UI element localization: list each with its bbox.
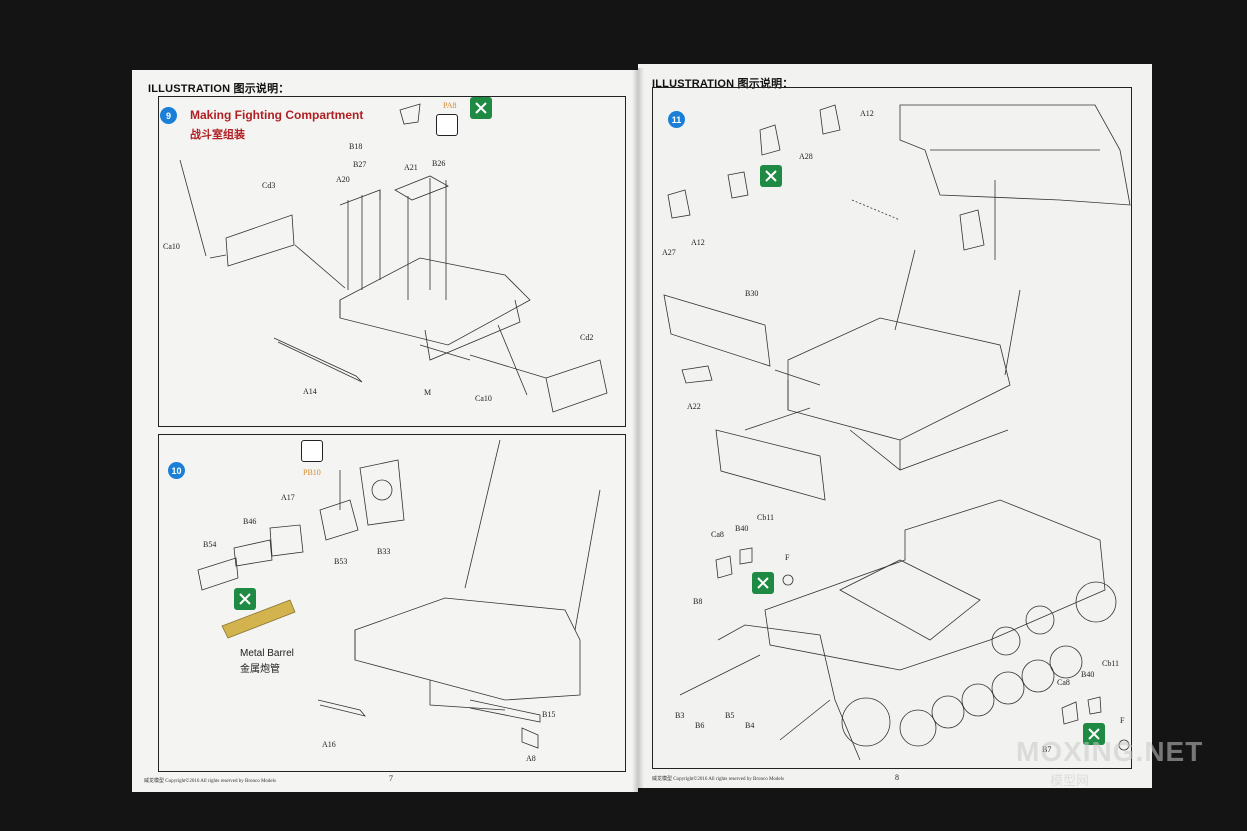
step9-title: Making Fighting Compartment	[190, 108, 364, 122]
label-b33: B33	[377, 547, 391, 556]
label-ca8-left: Ca8	[711, 530, 724, 539]
label-a8: A8	[526, 754, 536, 763]
step10-badge: 10	[168, 462, 185, 479]
label-a27: A27	[662, 248, 676, 257]
label-a12-top: A12	[860, 109, 874, 118]
label-a28: A28	[799, 152, 813, 161]
label-b46: B46	[243, 517, 257, 526]
book-spine	[632, 68, 644, 792]
label-b26: B26	[432, 159, 446, 168]
label-a22: A22	[687, 402, 701, 411]
right-page-number: 8	[895, 773, 899, 782]
right-footer: 威龙模型 Copyright©2016 All rights reserved …	[652, 777, 784, 782]
label-cd3: Cd3	[262, 181, 276, 190]
label-b15: B15	[542, 710, 556, 719]
label-cb11-right: Cb11	[1102, 659, 1120, 668]
left-footer: 威龙模型 Copyright©2016 All rights reserved …	[144, 779, 276, 784]
label-f-left: F	[785, 553, 790, 562]
label-b18: B18	[349, 142, 363, 151]
step11-badge: 11	[668, 111, 685, 128]
label-a14: A14	[303, 387, 317, 396]
step9-frame	[158, 96, 626, 427]
glue-icon	[301, 440, 323, 462]
right-page	[638, 64, 1152, 788]
watermark: MOXING.NET	[1016, 736, 1204, 767]
label-b40-left: B40	[735, 524, 749, 533]
metal-barrel-note-cn: 金属炮管	[240, 664, 280, 675]
step11-frame	[652, 87, 1132, 769]
label-a20: A20	[336, 175, 350, 184]
metal-barrel-note: Metal Barrel	[240, 648, 294, 659]
label-b27: B27	[353, 160, 367, 169]
label-b5: B5	[725, 711, 735, 720]
watermark-sub: 模型网	[1050, 773, 1090, 788]
label-a17: A17	[281, 493, 295, 502]
label-cd2: Cd2	[580, 333, 594, 342]
label-b3: B3	[675, 711, 685, 720]
label-b8: B8	[693, 597, 703, 606]
left-header: ILLUSTRATION 图示说明：	[148, 83, 290, 95]
label-a12-left: A12	[691, 238, 705, 247]
label-b53: B53	[334, 557, 348, 566]
step9-title-cn: 战斗室组装	[190, 129, 245, 141]
label-b54: B54	[203, 540, 217, 549]
label-b7: B7	[1042, 745, 1052, 754]
left-page-number: 7	[389, 774, 393, 783]
label-ca10-a: Ca10	[163, 242, 180, 251]
label-cb11-left: Cb11	[757, 513, 775, 522]
label-b30: B30	[745, 289, 759, 298]
step9-badge: 9	[160, 107, 177, 124]
label-a21: A21	[404, 163, 418, 172]
glue-icon	[436, 114, 458, 136]
label-b4: B4	[745, 721, 755, 730]
label-pb10: PB10	[303, 468, 321, 477]
left-page	[132, 70, 638, 792]
label-f-right: F	[1120, 716, 1125, 725]
label-b6: B6	[695, 721, 705, 730]
label-b40-right: B40	[1081, 670, 1095, 679]
step10-frame	[158, 434, 626, 772]
label-pa8: PA8	[443, 101, 457, 110]
label-ca8-right: Ca8	[1057, 678, 1070, 687]
label-a16: A16	[322, 740, 336, 749]
label-ca10-b: Ca10	[475, 394, 492, 403]
label-m: M	[424, 388, 432, 397]
